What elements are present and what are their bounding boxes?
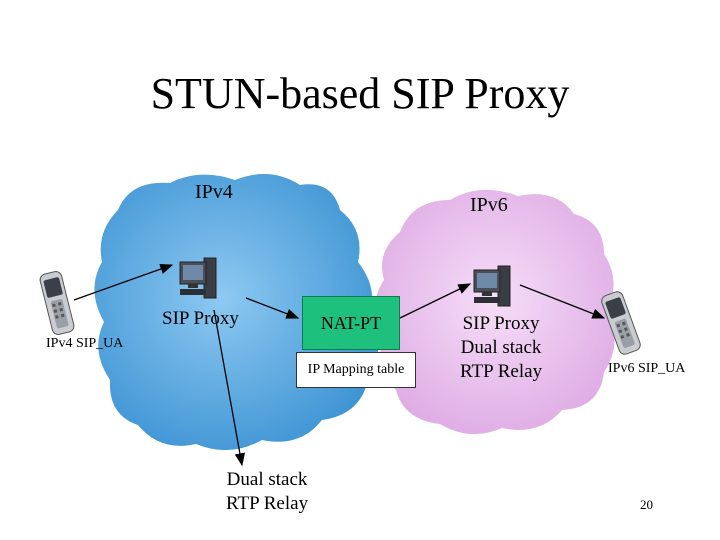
relay-label-group: Dual stack RTP Relay bbox=[226, 468, 308, 516]
ipv6-proxy-line: RTP Relay bbox=[460, 361, 543, 382]
ipv6-ua-label: IPv6 SIP_UA bbox=[608, 361, 686, 376]
arrow-proxy4-to-relay bbox=[213, 309, 246, 467]
arrow-proxy6-to-ua6 bbox=[519, 284, 606, 319]
ipv4-proxy-label: SIP Proxy bbox=[162, 308, 239, 329]
relay-line: RTP Relay bbox=[226, 493, 309, 514]
ipv6-cloud bbox=[375, 189, 615, 435]
natpt-label: NAT-PT bbox=[320, 312, 382, 333]
ipv4-phone-icon bbox=[38, 269, 76, 337]
ipv6-proxy-line: SIP Proxy bbox=[462, 313, 540, 334]
ip-mapping-table-box: IP Mapping table bbox=[296, 352, 416, 388]
arrow-proxy4-to-natpt bbox=[245, 297, 300, 319]
relay-line: Dual stack bbox=[226, 469, 308, 490]
ipv6-proxy-label-group: SIP Proxy Dual stack RTP Relay bbox=[460, 312, 542, 384]
natpt-box: NAT-PT bbox=[302, 296, 400, 350]
ip-mapping-label: IP Mapping table bbox=[307, 362, 405, 377]
ipv4-ua-label: IPv4 SIP_UA bbox=[46, 336, 124, 351]
ipv4-proxy-computer-icon bbox=[179, 257, 217, 299]
arrow-ua4-to-proxy4 bbox=[73, 264, 174, 301]
ipv4-network-label: IPv4 bbox=[195, 181, 233, 203]
arrow-natpt-to-proxy6 bbox=[399, 283, 472, 319]
ipv6-proxy-line: Dual stack bbox=[460, 337, 542, 358]
page-number: 20 bbox=[640, 497, 653, 512]
ipv6-network-label: IPv6 bbox=[470, 194, 508, 216]
slide-title: STUN-based SIP Proxy bbox=[150, 69, 570, 118]
ipv6-proxy-computer-icon bbox=[473, 265, 511, 307]
